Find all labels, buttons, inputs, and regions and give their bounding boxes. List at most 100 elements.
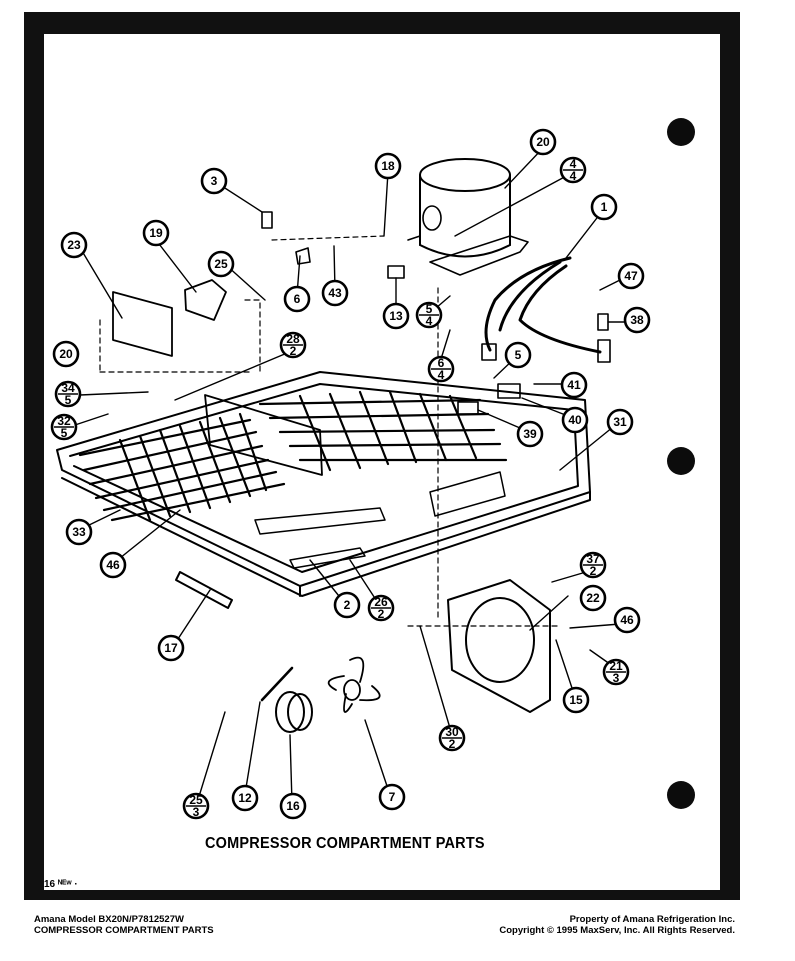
footer-left: Amana Model BX20N/P7812527W COMPRESSOR C… (34, 914, 214, 936)
callout-circle (617, 262, 645, 290)
callout-c20b: 20 (52, 340, 80, 368)
callout-c40: 40 (561, 406, 589, 434)
divider-plate (204, 394, 323, 476)
footer-property: Property of Amana Refrigeration Inc. (569, 914, 735, 925)
fan-shroud (447, 579, 551, 713)
callout-number: 40 (568, 413, 582, 427)
wire-harness (481, 256, 611, 363)
callout-circle (283, 285, 311, 313)
callout-number: 13 (389, 309, 403, 323)
callout-number: 21 (609, 659, 623, 673)
callout-number: 12 (238, 791, 252, 805)
callout-number: 47 (624, 269, 638, 283)
callout-circle (65, 518, 93, 546)
callout-number: 6 (438, 356, 445, 370)
drain-tube (175, 571, 233, 609)
callout-c5a: 54 (415, 301, 443, 329)
callout-circle (606, 408, 634, 436)
callout-quantity: 4 (438, 368, 445, 382)
callout-c13: 13 (382, 302, 410, 330)
callout-number: 41 (567, 378, 581, 392)
callout-c12: 12 (231, 784, 259, 812)
callout-circle (562, 686, 590, 714)
diagram-caption: COMPRESSOR COMPARTMENT PARTS (205, 835, 485, 853)
callout-number: 22 (586, 591, 600, 605)
callout-circle (579, 584, 607, 612)
callout-circle (516, 420, 544, 448)
callout-number: 34 (61, 381, 75, 395)
callout-circle (52, 340, 80, 368)
callout-circle (99, 551, 127, 579)
callout-number: 6 (294, 292, 301, 306)
callout-number: 1 (601, 200, 608, 214)
callout-number: 17 (164, 641, 178, 655)
callout-circle (207, 250, 235, 278)
callout-circle (200, 167, 228, 195)
callout-c6b: 64 (427, 355, 455, 383)
callout-c23: 23 (60, 231, 88, 259)
callout-number: 5 (426, 302, 433, 316)
callout-c41: 41 (560, 371, 588, 399)
page-mark: 16 ᴺᴱʷ · (44, 879, 78, 890)
footer-section: COMPRESSOR COMPARTMENT PARTS (34, 925, 214, 936)
footer-copyright: Copyright © 1995 MaxServ, Inc. All Right… (499, 925, 735, 936)
callout-circle (157, 634, 185, 662)
callout-c18: 18 (374, 152, 402, 180)
callout-number: 20 (536, 135, 550, 149)
callout-c4a: 44 (559, 156, 587, 184)
callout-c30: 302 (438, 724, 466, 752)
callout-c20a: 20 (529, 128, 557, 156)
callout-c46a: 46 (99, 551, 127, 579)
callout-c25a: 25 (207, 250, 235, 278)
callout-c6a: 6 (283, 285, 311, 313)
callout-quantity: 3 (193, 805, 200, 819)
fan-blade (327, 656, 381, 713)
callout-c28: 282 (279, 331, 307, 359)
binder-hole (667, 781, 695, 809)
callout-quantity: 5 (65, 393, 72, 407)
callout-number: 25 (189, 793, 203, 807)
callout-c32: 325 (50, 413, 78, 441)
callout-number: 32 (57, 414, 71, 428)
callout-c38: 38 (623, 306, 651, 334)
callout-c46b: 46 (613, 606, 641, 634)
callout-circle (504, 341, 532, 369)
callout-c7: 7 (378, 783, 406, 811)
relay (184, 279, 227, 321)
callout-c2: 2 (333, 591, 361, 619)
callout-c39: 39 (516, 420, 544, 448)
callout-number: 20 (59, 347, 73, 361)
callout-c33: 33 (65, 518, 93, 546)
callout-circle (374, 152, 402, 180)
callout-quantity: 2 (449, 737, 456, 751)
base-pan (56, 371, 591, 597)
callout-c31: 31 (606, 408, 634, 436)
callout-number: 16 (286, 799, 300, 813)
binder-hole (667, 118, 695, 146)
callout-circle (142, 219, 170, 247)
callout-number: 2 (344, 598, 351, 612)
callout-number: 28 (286, 332, 300, 346)
callout-number: 4 (570, 157, 577, 171)
callout-number: 30 (445, 725, 459, 739)
callout-number: 19 (149, 226, 163, 240)
callout-circle (60, 231, 88, 259)
callout-c43: 43 (321, 279, 349, 307)
callout-number: 18 (381, 159, 395, 173)
callout-circle (590, 193, 618, 221)
callout-number: 46 (106, 558, 120, 572)
callout-c37: 372 (579, 551, 607, 579)
callout-c17: 17 (157, 634, 185, 662)
callout-quantity: 4 (426, 314, 433, 328)
callout-c3: 3 (200, 167, 228, 195)
callout-number: 3 (211, 174, 218, 188)
footer-model: Amana Model BX20N/P7812527W (34, 914, 184, 925)
callout-number: 39 (523, 427, 537, 441)
footer-right: Property of Amana Refrigeration Inc. Cop… (499, 914, 735, 936)
callout-number: 37 (586, 552, 600, 566)
callout-number: 7 (389, 790, 396, 804)
callout-circle (623, 306, 651, 334)
fan-motor (275, 691, 313, 733)
